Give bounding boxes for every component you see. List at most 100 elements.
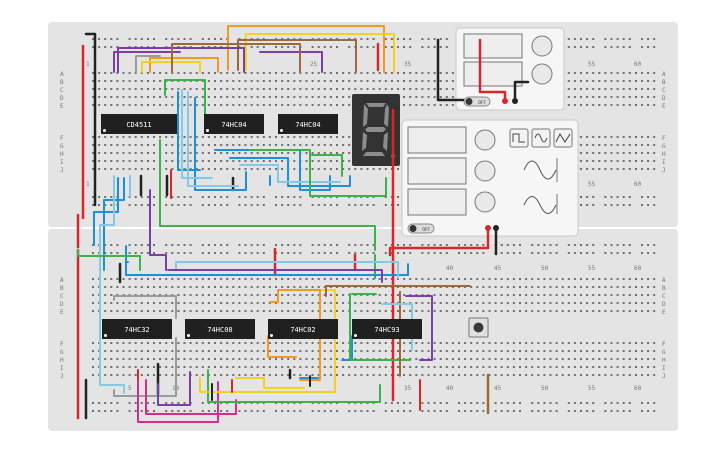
ic-chip-body[interactable] bbox=[185, 319, 255, 339]
breadboard-hole bbox=[116, 46, 119, 48]
breadboard-hole bbox=[616, 80, 619, 82]
pushbutton-cap[interactable] bbox=[473, 322, 484, 333]
breadboard-hole bbox=[354, 72, 357, 74]
breadboard-hole bbox=[634, 294, 637, 296]
breadboard-hole bbox=[323, 244, 326, 246]
breadboard-hole bbox=[238, 302, 241, 304]
breadboard-hole bbox=[195, 310, 198, 312]
breadboard-hole bbox=[281, 168, 284, 170]
breadboard-hole bbox=[305, 310, 308, 312]
breadboard-hole bbox=[262, 294, 265, 296]
breadboard-hole bbox=[543, 342, 546, 344]
breadboard-hole bbox=[165, 104, 168, 106]
breadboard-hole bbox=[458, 366, 460, 368]
ic-chip-body[interactable] bbox=[101, 114, 177, 134]
breadboard-hole bbox=[256, 168, 259, 170]
amplitude-knob[interactable] bbox=[474, 160, 496, 182]
frequency-knob[interactable] bbox=[474, 129, 496, 151]
breadboard-hole bbox=[329, 88, 332, 90]
breadboard-hole bbox=[384, 350, 387, 352]
breadboard-hole bbox=[92, 88, 94, 90]
breadboard-hole bbox=[506, 366, 509, 368]
breadboard-hole bbox=[628, 168, 631, 170]
breadboard-hole bbox=[647, 80, 650, 82]
breadboard-hole bbox=[299, 80, 302, 82]
breadboard-hole bbox=[207, 160, 210, 162]
pushbutton[interactable] bbox=[468, 317, 489, 338]
ic-chip-body[interactable] bbox=[204, 114, 264, 134]
ic-chip-body[interactable] bbox=[278, 114, 338, 134]
breadboard-hole bbox=[586, 144, 589, 146]
breadboard-hole bbox=[641, 38, 643, 40]
offset-knob[interactable] bbox=[474, 191, 496, 213]
breadboard-hole bbox=[531, 294, 534, 296]
breadboard-hole bbox=[177, 72, 180, 74]
breadboard-hole bbox=[159, 88, 162, 90]
breadboard-hole bbox=[299, 310, 302, 312]
breadboard-hole bbox=[439, 350, 442, 352]
breadboard-hole bbox=[116, 80, 119, 82]
breadboard-hole bbox=[281, 96, 284, 98]
breadboard-hole bbox=[476, 358, 479, 360]
breadboard-hole bbox=[360, 168, 363, 170]
breadboard-hole bbox=[268, 350, 271, 352]
breadboard-hole bbox=[128, 204, 131, 206]
breadboard-hole bbox=[500, 366, 503, 368]
voltage-knob[interactable] bbox=[531, 35, 553, 57]
breadboard-hole bbox=[311, 168, 314, 170]
breadboard-hole bbox=[384, 38, 387, 40]
breadboard-hole bbox=[409, 350, 412, 352]
current-knob[interactable] bbox=[531, 63, 553, 85]
ic-chip-body[interactable] bbox=[352, 319, 422, 339]
breadboard-hole bbox=[134, 310, 137, 312]
breadboard-hole bbox=[214, 144, 216, 146]
breadboard-hole bbox=[329, 252, 332, 254]
ic-chip-body[interactable] bbox=[102, 319, 172, 339]
breadboard-hole bbox=[220, 204, 223, 206]
breadboard-hole bbox=[427, 244, 430, 246]
breadboard-hole bbox=[226, 160, 229, 162]
breadboard-hole bbox=[580, 38, 582, 40]
breadboard-hole bbox=[433, 350, 436, 352]
breadboard-hole bbox=[317, 160, 320, 162]
breadboard-hole bbox=[140, 204, 143, 206]
breadboard-hole bbox=[421, 104, 424, 106]
breadboard-hole bbox=[586, 244, 589, 246]
breadboard-hole bbox=[415, 104, 418, 106]
breadboard-hole bbox=[445, 88, 448, 90]
breadboard-hole bbox=[641, 374, 643, 376]
breadboard-hole bbox=[384, 88, 387, 90]
breadboard-hole bbox=[336, 294, 338, 296]
breadboard-hole bbox=[165, 402, 168, 404]
breadboard-hole bbox=[390, 402, 393, 404]
breadboard-hole bbox=[354, 244, 357, 246]
breadboard-hole bbox=[634, 358, 637, 360]
breadboard-hole bbox=[92, 38, 94, 40]
breadboard-hole bbox=[281, 72, 284, 74]
breadboard-hole bbox=[110, 358, 113, 360]
breadboard-hole bbox=[189, 350, 192, 352]
breadboard-hole bbox=[116, 244, 119, 246]
breadboard-hole bbox=[397, 88, 399, 90]
breadboard-hole bbox=[641, 402, 643, 404]
ic-chip-body[interactable] bbox=[268, 319, 338, 339]
breadboard-hole bbox=[604, 204, 607, 206]
breadboard-hole bbox=[275, 168, 277, 170]
breadboard-hole bbox=[427, 96, 430, 98]
breadboard-hole bbox=[232, 342, 235, 344]
breadboard-hole bbox=[110, 342, 113, 344]
breadboard-hole bbox=[573, 104, 576, 106]
breadboard-hole bbox=[262, 104, 265, 106]
wire-gray bbox=[135, 55, 161, 73]
breadboard-hole bbox=[281, 286, 284, 288]
breadboard-hole bbox=[451, 278, 454, 280]
row-letter: C bbox=[60, 87, 64, 94]
breadboard-hole bbox=[476, 252, 479, 254]
breadboard-hole bbox=[439, 310, 442, 312]
breadboard-hole bbox=[287, 72, 290, 74]
breadboard-hole bbox=[134, 160, 137, 162]
breadboard-hole bbox=[311, 342, 314, 344]
column-number: 55 bbox=[588, 385, 596, 392]
breadboard-hole bbox=[573, 46, 576, 48]
breadboard-hole bbox=[281, 136, 284, 138]
